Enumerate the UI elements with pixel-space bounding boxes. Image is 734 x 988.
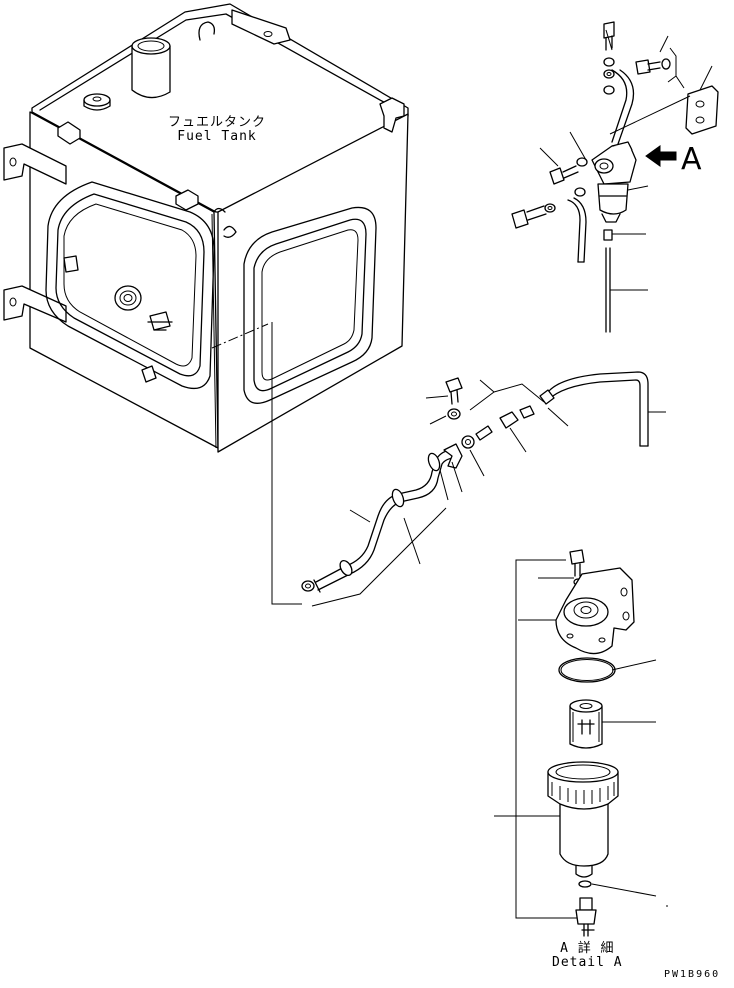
fuel-level-gauge [114,285,142,311]
detail-filter-bowl [547,761,619,878]
fuel-tank-label: フュエルタンク Fuel Tank [168,116,266,144]
banjo-bolt-group [445,377,475,449]
filter-bowl [597,183,629,215]
drawing-number: PW1B960 [664,969,721,980]
mount-bracket-lower [3,285,67,323]
mount-bracket-plate [685,85,719,135]
detail-drain-plug [575,897,597,937]
view-arrow [645,145,677,167]
fuel-pipe-assembly [271,322,666,607]
breather-cap [83,93,111,111]
detail-filter-element [569,699,603,749]
fuel-tank-label-jp: フュエルタンク [168,115,267,130]
detail-a-exploded [494,549,668,937]
left-inspection-window [45,181,215,390]
lifting-hook [198,21,216,41]
view-letter: A [681,142,702,177]
fuel-tank [3,3,409,453]
suction-tube [315,449,451,583]
mount-bracket-upper [3,143,67,185]
filler-neck [131,37,171,99]
filter-mount-assembly [511,21,719,333]
return-tube [547,371,649,447]
washer-lower [301,580,315,592]
detail-o-ring [558,657,616,683]
top-bracket [231,9,291,45]
detail-filter-head [555,567,635,655]
detail-a-label-en: Detail A [552,955,623,970]
pipe-clamp [443,443,463,469]
detail-a-label: A 詳 細 Detail A [552,942,623,970]
tank-right-face [217,113,409,453]
right-inspection-window [243,206,377,404]
fuel-tank-label-en: Fuel Tank [177,129,257,144]
detail-a-label-jp: A 詳 細 [560,941,615,956]
